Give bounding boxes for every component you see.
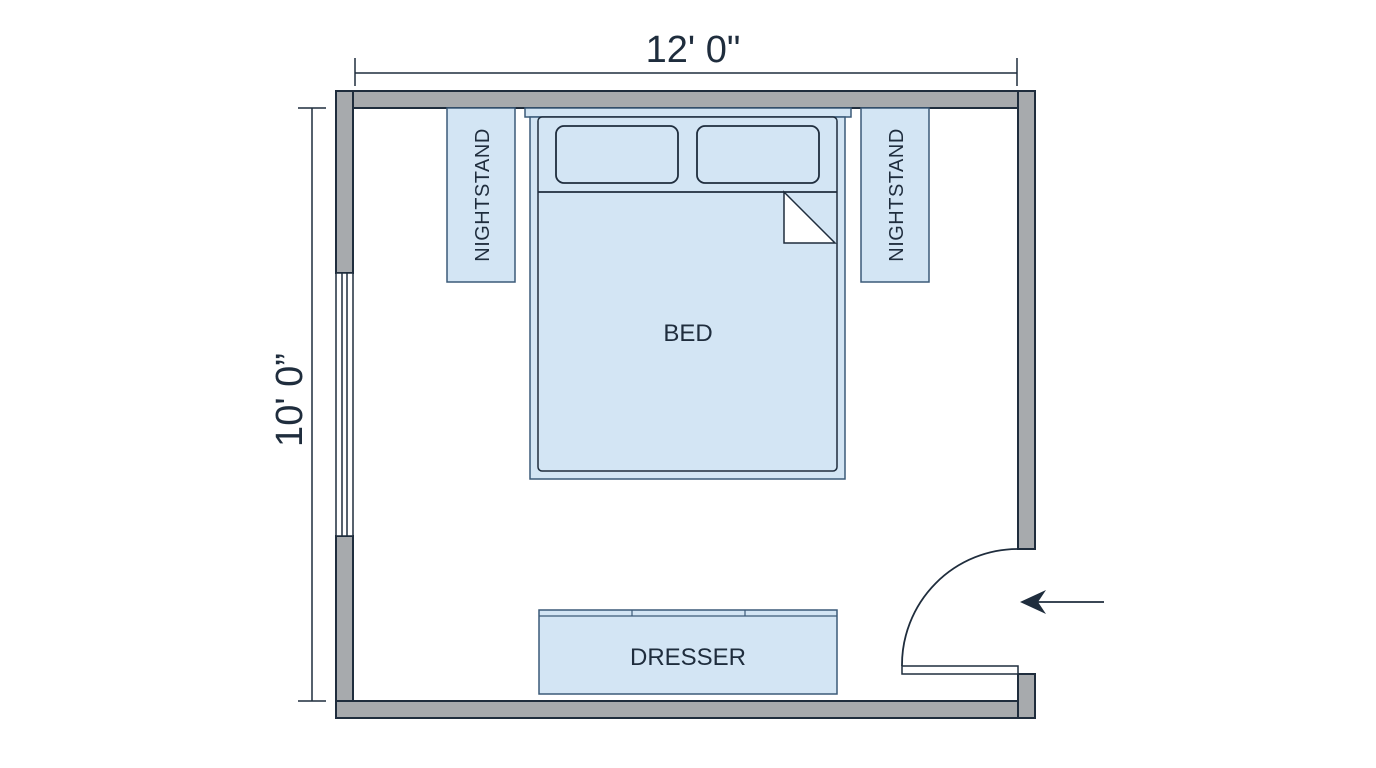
width-dimension-label: 12' 0" bbox=[646, 29, 741, 71]
dresser-body bbox=[538, 609, 838, 695]
dresser-label: DRESSER bbox=[630, 644, 746, 671]
door-swing-arc bbox=[901, 548, 1019, 667]
nightstand-right: NIGHTSTAND bbox=[860, 107, 930, 283]
window-frame bbox=[335, 272, 354, 537]
bed-pillow-right bbox=[696, 125, 820, 184]
wall-top bbox=[335, 90, 1036, 109]
nightstand-left-label: NIGHTSTAND bbox=[472, 128, 494, 262]
wall-left-upper bbox=[335, 90, 354, 274]
bed-folded-corner bbox=[783, 190, 837, 244]
walls bbox=[335, 90, 1036, 719]
wall-bottom bbox=[335, 700, 1036, 719]
bed: BED bbox=[524, 107, 852, 480]
bed-headboard bbox=[524, 107, 852, 118]
entry-arrow-icon bbox=[1020, 590, 1104, 614]
wall-right-upper bbox=[1017, 90, 1036, 550]
door bbox=[901, 548, 1019, 675]
window bbox=[335, 272, 354, 537]
wall-left-lower bbox=[335, 535, 354, 719]
nightstand-left: NIGHTSTAND bbox=[446, 107, 516, 283]
height-dimension: 10' 0” bbox=[269, 107, 326, 702]
height-dimension-label: 10' 0” bbox=[269, 353, 311, 447]
nightstand-right-label: NIGHTSTAND bbox=[886, 128, 908, 262]
door-leaf bbox=[901, 665, 1019, 675]
bed-mattress bbox=[537, 116, 838, 472]
bed-label: BED bbox=[663, 320, 712, 347]
bed-pillow-left bbox=[555, 125, 679, 184]
width-dimension: 12' 0" bbox=[354, 29, 1018, 86]
dresser: DRESSER bbox=[538, 609, 838, 695]
